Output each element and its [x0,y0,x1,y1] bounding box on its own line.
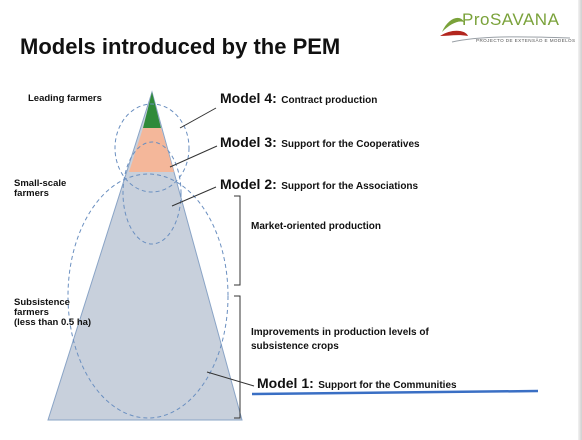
pyramid-cooperative-band [129,128,174,172]
model3-ellipse [122,141,182,245]
label-subsistence-farmers: Subsistence farmers (less than 0.5 ha) [14,298,91,328]
market-bracket [234,195,241,286]
label-small-scale-farmers: Small-scale farmers [14,179,66,199]
logo-swoosh [451,36,571,43]
model2-leader [171,186,217,207]
model-2-number: Model 2: [220,176,277,192]
logo-leaf-green [442,17,464,32]
model-3-label: Model 3: Support for the Cooperatives [220,134,420,152]
improvements-bracket [234,295,241,419]
model-1-number: Model 1: [257,375,314,391]
model-2-description: Support for the Associations [281,181,419,192]
improvements-line-1: Improvements in production levels of [251,327,429,338]
model4-leader [179,107,217,129]
logo-leaf-red [440,30,468,36]
model1-baseline [251,389,539,396]
model-4-description: Contract production [281,95,378,106]
model2-ellipse [67,173,229,419]
subsistence-line-2: farmers [14,307,49,318]
logo-subtitle: PROJECTO DE EXTENSÃO E MODELOS [476,38,576,43]
model-1-description: Support for the Communities [318,380,457,391]
pyramid-base [47,90,243,421]
logo-text: ProSAVANA [462,10,560,29]
label-leading-farmers: Leading farmers [28,93,102,104]
subsistence-line-3: (less than 0.5 ha) [14,317,92,328]
model4-ellipse [114,103,190,193]
model-3-number: Model 3: [220,134,277,150]
improvements-line-2: subsistence crops [251,341,339,352]
small-scale-line-2: farmers [14,188,49,199]
model1-leader [206,371,255,387]
pyramid-tip [143,92,161,128]
improvements-note: Improvements in production levels of sub… [251,326,429,354]
model-2-label: Model 2: Support for the Associations [220,176,418,194]
model3-leader [169,145,218,168]
model-3-description: Support for the Cooperatives [281,139,420,150]
slide-title: Models introduced by the PEM [20,34,341,59]
model-4-label: Model 4: Contract production [220,90,377,108]
model-1-label: Model 1: Support for the Communities [257,375,457,393]
market-oriented-note: Market-oriented production [251,221,382,232]
prosavana-logo [440,17,571,43]
model-4-number: Model 4: [220,90,277,106]
small-scale-line-1: Small-scale [14,178,67,189]
subsistence-line-1: Subsistence [14,297,70,308]
